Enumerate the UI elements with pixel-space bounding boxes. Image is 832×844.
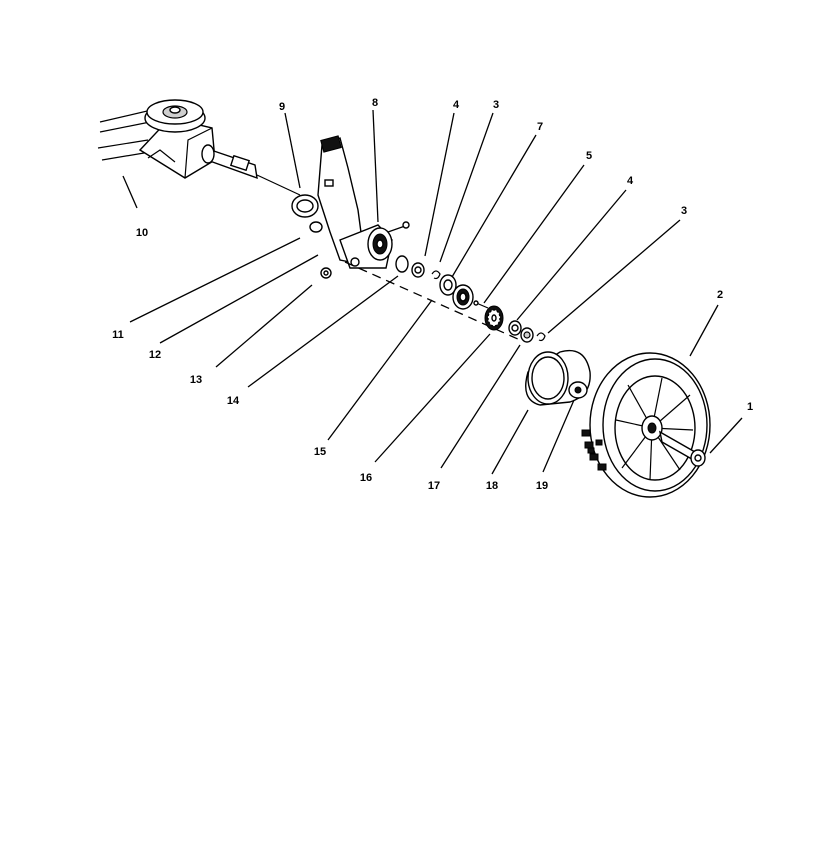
callout-9: 9 — [279, 101, 285, 113]
bolt-and-nut — [309, 221, 332, 279]
callout-13: 13 — [190, 374, 202, 386]
dust-cover — [291, 194, 319, 218]
leader-4b — [516, 189, 627, 321]
leader-12 — [159, 254, 319, 344]
height-adjuster-bracket — [317, 135, 410, 269]
leader-15 — [327, 299, 433, 441]
leader-7 — [451, 134, 537, 278]
callout-16: 16 — [360, 472, 372, 484]
callout-8: 8 — [372, 97, 378, 109]
leader-3a — [439, 112, 494, 263]
leader-18 — [491, 409, 529, 475]
callout-7: 7 — [537, 121, 543, 133]
leader-4a — [424, 112, 455, 257]
callout-19: 19 — [536, 480, 548, 492]
callout-14: 14 — [227, 395, 240, 407]
leader-11 — [129, 237, 301, 323]
leader-8 — [372, 109, 379, 223]
transmission-assembly — [97, 99, 301, 196]
washers-and-bearings — [395, 255, 489, 310]
callout-12: 12 — [149, 349, 161, 361]
leader-17 — [440, 344, 521, 469]
leader-13 — [215, 284, 313, 368]
callout-3a: 3 — [493, 99, 499, 111]
leader-14 — [247, 275, 399, 388]
leader-3b — [547, 219, 681, 334]
wheel-hub-cover — [525, 349, 591, 406]
callout-2: 2 — [717, 289, 723, 301]
callout-3b: 3 — [681, 205, 687, 217]
leader-2 — [689, 304, 719, 357]
leader-5 — [483, 164, 585, 304]
callout-15: 15 — [314, 446, 326, 458]
callout-4a: 4 — [453, 99, 460, 111]
leader-10 — [122, 175, 138, 209]
callout-17: 17 — [428, 480, 440, 492]
callout-4b: 4 — [627, 175, 634, 187]
pinion-gear — [484, 305, 504, 331]
leader-16 — [374, 333, 491, 463]
callout-labels: 1 2 3 3 4 4 5 7 8 9 10 11 12 13 14 15 16… — [112, 97, 753, 492]
leader-19 — [542, 399, 575, 473]
wheel-washers — [508, 320, 546, 343]
callout-5: 5 — [586, 150, 592, 162]
callout-10: 10 — [136, 227, 148, 239]
axle-centerline — [344, 261, 521, 341]
callout-1: 1 — [747, 401, 753, 413]
leader-1 — [709, 417, 743, 454]
callout-18: 18 — [486, 480, 498, 492]
leader-9 — [284, 112, 301, 189]
wheel — [581, 352, 711, 498]
leader-lines — [122, 109, 743, 475]
callout-11: 11 — [112, 329, 124, 341]
